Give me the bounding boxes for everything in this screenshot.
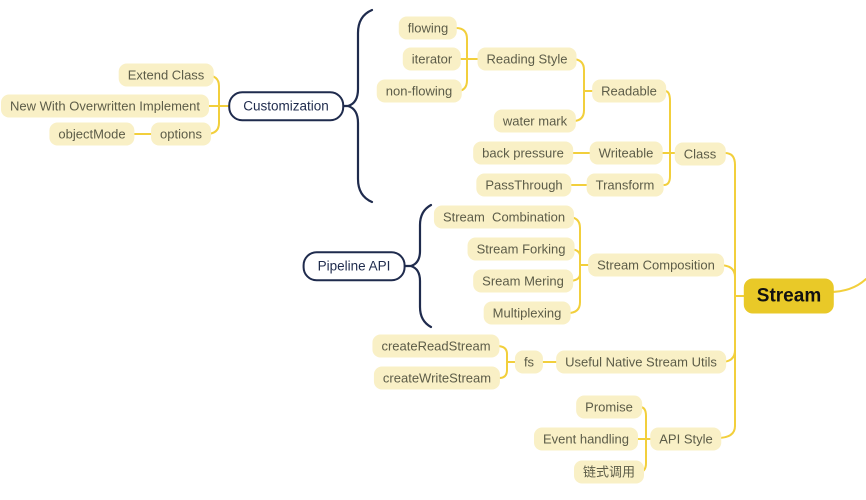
node-water-mark[interactable]: water mark [493,109,577,133]
node-api-style[interactable]: API Style [650,427,722,451]
node-stream-forking[interactable]: Stream Forking [467,237,575,261]
node-writeable[interactable]: Writeable [589,141,663,165]
node-fs[interactable]: fs [514,350,544,374]
node-stream-root[interactable]: Stream [743,278,835,314]
node-flowing[interactable]: flowing [398,16,458,40]
node-sream-mering[interactable]: Sream Mering [473,269,573,293]
node-stream-composition[interactable]: Stream Composition [588,253,724,277]
node-reading-style[interactable]: Reading Style [477,47,577,71]
node-stream-combination[interactable]: Stream Combination [433,205,575,229]
node-back-pressure[interactable]: back pressure [473,141,573,165]
node-multiplexing[interactable]: Multiplexing [483,301,571,325]
node-readable[interactable]: Readable [592,79,666,103]
brace-group [340,8,433,329]
node-transform[interactable]: Transform [586,173,664,197]
node-useful-native-stream-utils[interactable]: Useful Native Stream Utils [556,350,726,374]
node-pipeline-api[interactable]: Pipeline API [302,251,406,281]
node-create-read-stream[interactable]: createReadStream [372,334,500,358]
node-create-write-stream[interactable]: createWriteStream [373,366,501,390]
node-pass-through[interactable]: PassThrough [476,173,572,197]
node-new-with-overwritten-implement[interactable]: New With Overwritten Implement [1,94,209,118]
node-promise[interactable]: Promise [576,395,642,419]
node-chained-calls[interactable]: 链式调用 [573,460,645,484]
customization-brace [344,8,374,204]
node-options[interactable]: options [151,122,211,146]
node-iterator[interactable]: iterator [402,47,462,71]
gold-connectors [130,27,866,473]
node-event-handling[interactable]: Event handling [533,427,639,451]
node-class[interactable]: Class [674,142,726,166]
node-object-mode[interactable]: objectMode [49,122,135,146]
node-customization[interactable]: Customization [228,91,344,121]
pipeline-brace [407,203,433,329]
node-non-flowing[interactable]: non-flowing [376,79,462,103]
node-extend-class[interactable]: Extend Class [118,63,214,87]
